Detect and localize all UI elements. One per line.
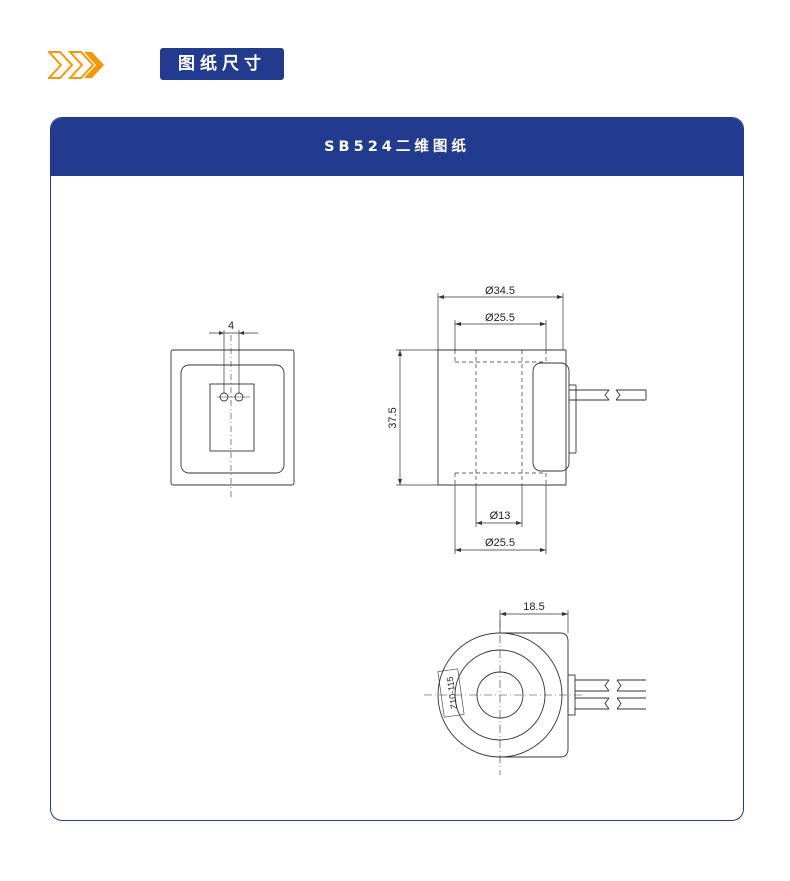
front-view: 4 [170,320,295,498]
bottom-view: 18.5 Z10-115 [424,601,646,775]
dim-bottom-flange: Ø25.5 [485,537,515,549]
dim-height: 37.5 [387,407,399,428]
dim-outer-diameter: Ø34.5 [485,285,515,297]
dim-top-flange: Ø25.5 [485,312,515,324]
section-header: 图纸尺寸 [48,48,348,84]
side-view: Ø34.5 Ø25.5 37.5 Ø13 Ø25.5 [387,285,647,554]
section-title: 图纸尺寸 [160,48,284,80]
dim-offset: 18.5 [523,601,544,613]
card-title: SB524二维图纸 [51,118,743,176]
dim-pin-spacing: 4 [228,320,234,332]
dim-bore: Ø13 [490,510,511,522]
chevron-right-icon [48,51,104,79]
coil-marking: Z10-115 [445,676,459,710]
drawing-card: SB524二维图纸 [50,117,744,821]
